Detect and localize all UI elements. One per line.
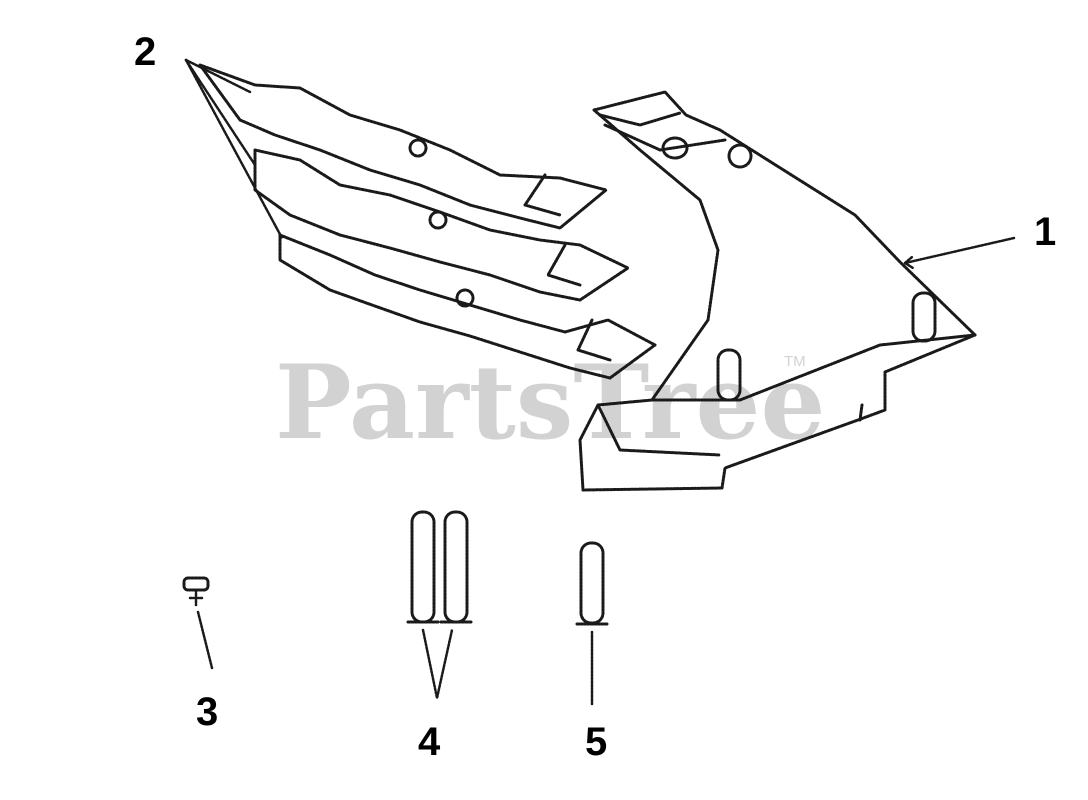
part-1-deflector[interactable] [578, 90, 1016, 492]
callout-4: 4 [418, 720, 441, 764]
part-4-bolts[interactable] [406, 510, 473, 699]
callout-1: 1 [1034, 210, 1057, 254]
callout-2: 2 [134, 30, 157, 74]
part-2-blades[interactable] [184, 58, 657, 380]
part-5-bolt[interactable] [575, 541, 609, 707]
callout-3: 3 [196, 690, 219, 734]
part-3-screw[interactable] [182, 576, 214, 670]
watermark-trademark: TM [784, 353, 806, 370]
callout-5: 5 [585, 720, 608, 764]
